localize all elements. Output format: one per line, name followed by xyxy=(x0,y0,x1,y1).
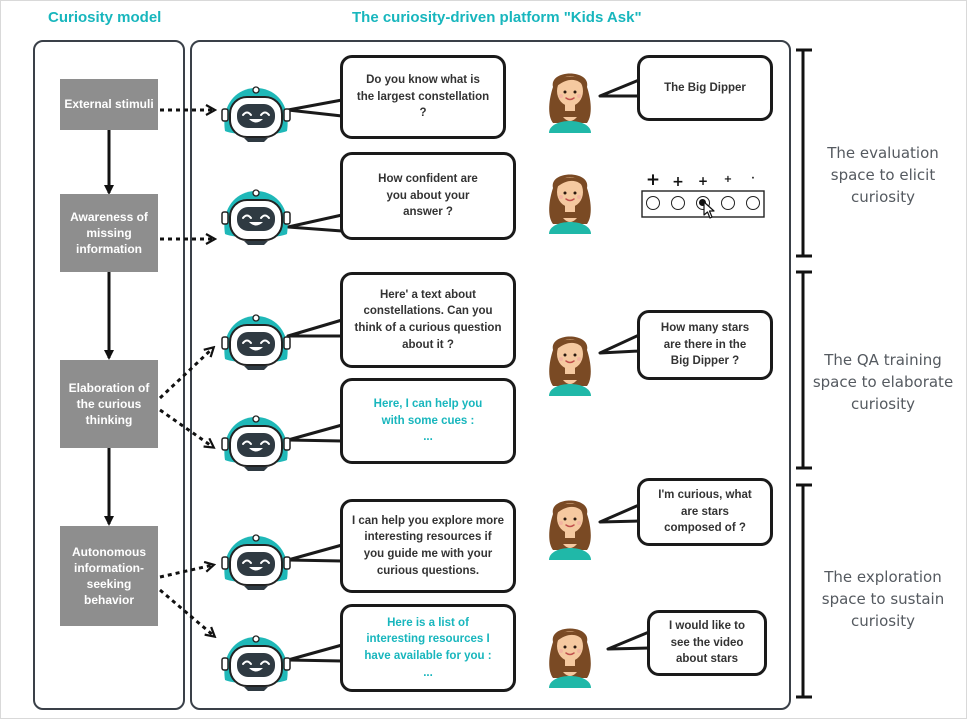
robot-icon xyxy=(221,534,291,590)
child-bubble-video: I would like to see the video about star… xyxy=(647,610,767,676)
qa-space-bracket xyxy=(796,270,812,470)
robot-bubble-tail-5 xyxy=(286,543,343,563)
stage-awareness: Awareness of missing information xyxy=(60,194,158,272)
confidence-option[interactable] xyxy=(671,196,685,210)
stage-autonomous: Autonomous information- seeking behavior xyxy=(60,526,158,626)
platform-panel xyxy=(190,40,791,710)
robot-icon xyxy=(221,635,291,691)
platform-heading: The curiosity-driven platform "Kids Ask" xyxy=(352,9,642,26)
robot-bubble-resources: Here is a list of interesting resources … xyxy=(340,604,516,692)
child-bubble-answer: The Big Dipper xyxy=(637,55,773,121)
child-bubble-tail-4 xyxy=(606,630,650,651)
confidence-label: + xyxy=(645,170,661,190)
mouse-pointer-icon xyxy=(703,201,715,219)
child-bubble-composition: I'm curious, what are stars composed of … xyxy=(637,478,773,546)
girl-avatar-icon xyxy=(549,336,591,396)
girl-avatar-icon xyxy=(549,500,591,560)
girl-avatar-icon xyxy=(549,628,591,688)
confidence-option[interactable] xyxy=(646,196,660,210)
child-bubble-tail-3 xyxy=(598,503,640,524)
stage-external-stimuli: External stimuli xyxy=(60,79,158,130)
robot-bubble-tail-3 xyxy=(286,318,343,338)
confidence-label: + xyxy=(723,174,733,185)
robot-bubble-question: Do you know what is the largest constell… xyxy=(340,55,506,139)
curiosity-model-heading: Curiosity model xyxy=(48,9,162,26)
confidence-scale: + + + + · xyxy=(641,172,765,219)
girl-avatar-icon xyxy=(549,73,591,133)
robot-bubble-explore: I can help you explore more interesting … xyxy=(340,499,516,593)
robot-icon xyxy=(221,314,291,370)
confidence-label: · xyxy=(751,174,755,184)
qa-training-space-label: The QA training space to elaborate curio… xyxy=(812,351,954,413)
confidence-option[interactable] xyxy=(721,196,735,210)
girl-avatar-icon xyxy=(549,174,591,234)
robot-bubble-confidence: How confident are you about your answer … xyxy=(340,152,516,240)
exploration-space-bracket xyxy=(796,483,812,699)
child-bubble-tail-1 xyxy=(598,78,640,98)
robot-bubble-tail-2 xyxy=(286,213,343,233)
dotted-connector-6 xyxy=(159,588,214,636)
child-bubble-curious-question: How many stars are there in the Big Dipp… xyxy=(637,310,773,380)
confidence-label: + xyxy=(672,174,684,190)
evaluation-space-label: The evaluation space to elicit curiosity xyxy=(827,144,939,206)
robot-icon xyxy=(221,415,291,471)
stage-elaboration: Elaboration of the curious thinking xyxy=(60,360,158,448)
robot-bubble-tail-6 xyxy=(286,643,343,663)
confidence-label: + xyxy=(697,174,709,188)
exploration-space-label: The exploration space to sustain curiosi… xyxy=(821,568,945,630)
robot-bubble-tail-4 xyxy=(286,423,343,443)
robot-icon xyxy=(221,189,291,245)
dotted-connector-4 xyxy=(159,408,213,447)
robot-bubble-tail-1 xyxy=(286,98,343,118)
child-bubble-tail-2 xyxy=(598,333,640,355)
confidence-option[interactable] xyxy=(746,196,760,210)
robot-bubble-cues: Here, I can help you with some cues : ..… xyxy=(340,378,516,464)
robot-icon xyxy=(221,86,291,142)
dotted-connector-5 xyxy=(159,565,213,579)
robot-bubble-text-prompt: Here' a text about constellations. Can y… xyxy=(340,272,516,368)
evaluation-space-bracket xyxy=(796,48,812,258)
